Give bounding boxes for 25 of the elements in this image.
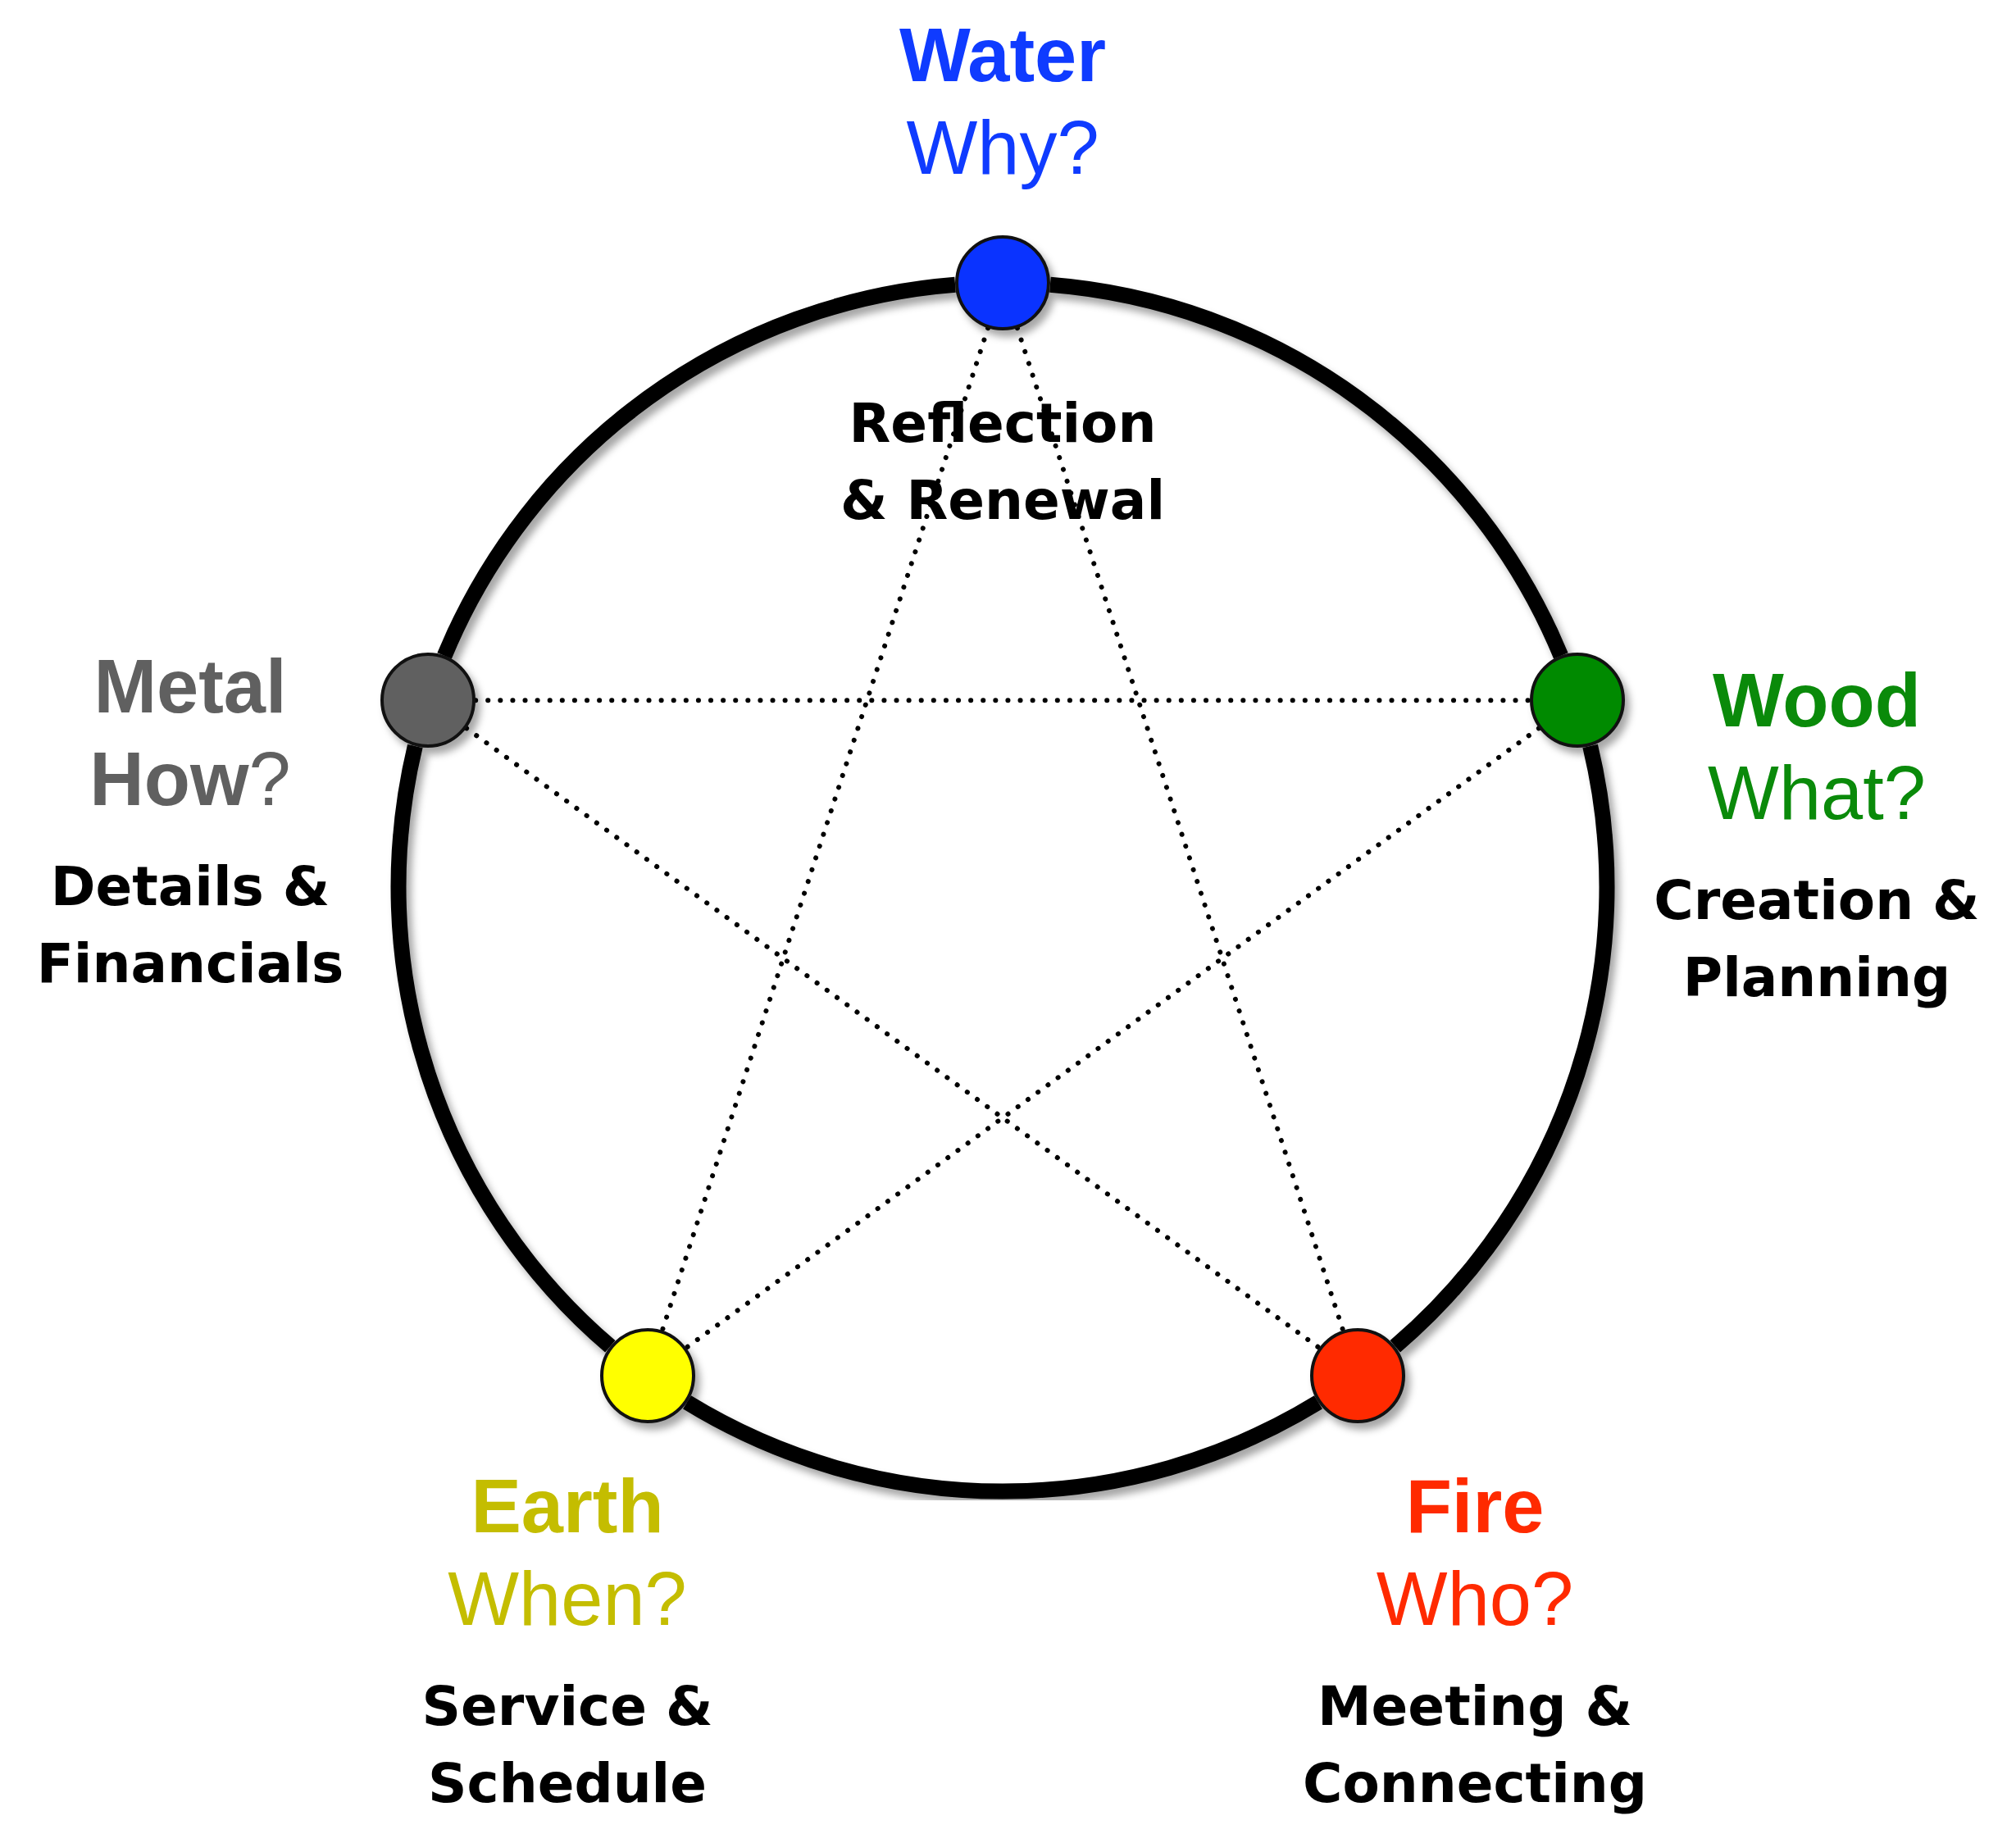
description-text: Details & Financials bbox=[35, 854, 345, 998]
question-text: Why? bbox=[906, 105, 1099, 191]
element-circle bbox=[599, 1328, 695, 1424]
element-name: Earth bbox=[471, 1463, 664, 1549]
element-name: Fire bbox=[1405, 1463, 1545, 1549]
description-text: Meeting & Connecting bbox=[1301, 1674, 1648, 1818]
question-text: Who? bbox=[1376, 1556, 1574, 1642]
ring-arc bbox=[1049, 276, 1568, 659]
element-name: Wood bbox=[1713, 658, 1921, 744]
ring-arc bbox=[437, 276, 957, 659]
element-name: Metal bbox=[93, 644, 287, 730]
description-text: Service & Schedule bbox=[421, 1674, 714, 1818]
question-text: What? bbox=[1708, 750, 1926, 836]
question-text: When? bbox=[448, 1556, 687, 1642]
description-text: Creation & Planning bbox=[1653, 868, 1981, 1012]
element-circle bbox=[1310, 1328, 1406, 1424]
dotted-line bbox=[464, 726, 1322, 1351]
ring-arc bbox=[1390, 744, 1615, 1353]
ring-arc bbox=[683, 1395, 1322, 1499]
question-text: How? bbox=[89, 736, 291, 822]
dotted-line bbox=[683, 726, 1541, 1351]
element-name: Water bbox=[899, 12, 1107, 98]
element-circle bbox=[380, 653, 476, 749]
description-text: Reflection & Renewal bbox=[840, 391, 1166, 534]
ring-arc bbox=[390, 744, 616, 1353]
